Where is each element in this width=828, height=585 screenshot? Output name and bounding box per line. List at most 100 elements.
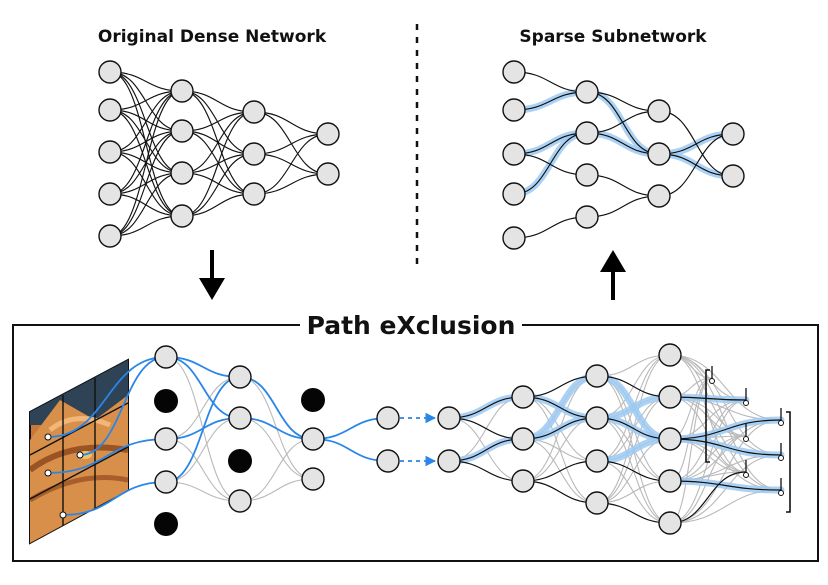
path-exclusion-output-network [437, 343, 791, 535]
sparse-neuron-node [647, 142, 671, 166]
neuron-node [658, 511, 682, 535]
path-exclusion-input-network [44, 345, 437, 536]
output-bracket-right [786, 411, 791, 513]
input-patch-edge [79, 356, 167, 456]
background-edge [669, 354, 747, 473]
dense-neuron-node [170, 119, 194, 143]
active-neuron-node [228, 406, 252, 430]
neuron-node [658, 427, 682, 451]
neuron-node [437, 406, 461, 430]
dense-neuron-node [98, 140, 122, 164]
neuron-node [658, 343, 682, 367]
excluded-neuron-node [154, 389, 178, 413]
dense-neuron-node [98, 182, 122, 206]
active-neuron-node [301, 467, 325, 491]
output-bracket-left [705, 369, 710, 463]
dense-network [98, 60, 340, 248]
sparse-neuron-node [647, 184, 671, 208]
output-logit-point [743, 472, 749, 478]
dense-neuron-node [316, 122, 340, 146]
neuron-node [511, 469, 535, 493]
sparse-neuron-node [502, 182, 526, 206]
subnetwork-edge [669, 438, 782, 456]
active-path-edge [165, 376, 241, 483]
dense-neuron-node [170, 161, 194, 185]
input-patch-point [76, 451, 84, 459]
dense-neuron-node [242, 182, 266, 206]
dense-edge [109, 130, 183, 237]
active-neuron-node [376, 406, 400, 430]
excluded-neuron-node [301, 388, 325, 412]
sparse-subnetwork [502, 60, 745, 250]
sparse-neuron-node [502, 60, 526, 84]
dense-edge [181, 111, 255, 217]
active-path-edge [239, 376, 314, 440]
neuron-node [511, 427, 535, 451]
dense-network-title: Original Dense Network [98, 27, 327, 47]
active-neuron-node [228, 365, 252, 389]
sparse-neuron-node [721, 164, 745, 188]
input-patch-point [59, 511, 67, 519]
sparse-neuron-node [575, 163, 599, 187]
sparse-neuron-node [575, 205, 599, 229]
dense-neuron-node [242, 100, 266, 124]
output-logit-point [778, 490, 784, 496]
neuron-node [658, 385, 682, 409]
path-exclusion-title: Path eXclusion [307, 311, 516, 340]
sparse-neuron-node [721, 122, 745, 146]
input-patch-edge [47, 438, 167, 474]
subnetwork-edge [669, 419, 782, 440]
active-neuron-node [376, 449, 400, 473]
input-patch-edge [62, 481, 167, 516]
active-path-edge [312, 438, 389, 462]
output-logit-point [778, 455, 784, 461]
excluded-neuron-node [154, 512, 178, 536]
neuron-node [658, 469, 682, 493]
dense-neuron-node [170, 204, 194, 228]
output-logit-point [709, 378, 715, 384]
excluded-neuron-node [228, 449, 252, 473]
sparse-neuron-node [575, 80, 599, 104]
neuron-node [585, 364, 609, 388]
active-neuron-node [154, 470, 178, 494]
sparse-neuron-node [647, 99, 671, 123]
subnetwork-edge [669, 480, 782, 491]
background-edge [669, 489, 782, 524]
dense-neuron-node [98, 60, 122, 84]
background-edge [669, 435, 747, 524]
dense-neuron-node [242, 142, 266, 166]
arrow-up-icon [600, 250, 626, 300]
sparse-neuron-node [502, 98, 526, 122]
output-logit-point [743, 400, 749, 406]
active-neuron-node [154, 427, 178, 451]
neuron-node [585, 491, 609, 515]
active-neuron-node [228, 489, 252, 513]
cat-image-icon [29, 358, 129, 545]
input-patch-edge [47, 356, 167, 438]
dense-edge [181, 90, 255, 155]
arrow-down-icon [199, 250, 225, 300]
sparse-subnetwork-title: Sparse Subnetwork [519, 27, 707, 47]
box-title-backdrop [300, 310, 522, 340]
dense-neuron-node [170, 79, 194, 103]
input-patch-point [44, 469, 52, 477]
sparse-neuron-node [502, 142, 526, 166]
active-neuron-node [301, 427, 325, 451]
neuron-node [585, 406, 609, 430]
background-edge [669, 354, 782, 491]
active-neuron-node [154, 345, 178, 369]
dense-edge [109, 90, 183, 195]
sparse-neuron-node [575, 121, 599, 145]
output-logit-point [778, 420, 784, 426]
dense-neuron-node [316, 162, 340, 186]
neuron-node [437, 449, 461, 473]
sparse-neuron-node [502, 226, 526, 250]
dense-neuron-node [98, 224, 122, 248]
neuron-node [585, 449, 609, 473]
dense-edge [109, 90, 183, 237]
input-patch-point [44, 433, 52, 441]
neuron-node [511, 385, 535, 409]
output-logit-point [743, 436, 749, 442]
dense-neuron-node [98, 98, 122, 122]
